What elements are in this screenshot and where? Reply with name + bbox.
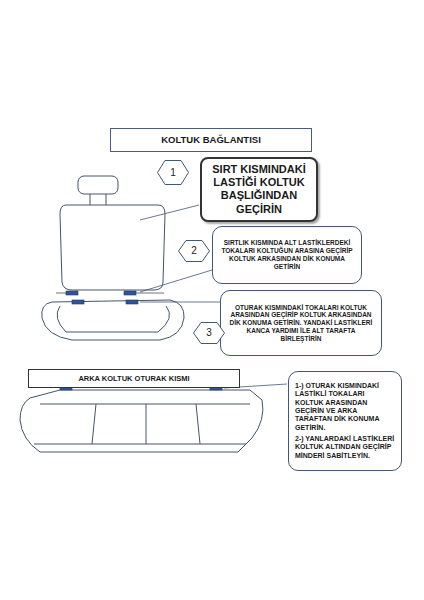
seat-cushion-seam bbox=[57, 306, 169, 332]
headrest-post bbox=[90, 194, 91, 205]
rear-seat-seam bbox=[34, 404, 250, 444]
buckle-clip bbox=[126, 300, 138, 304]
instruction-text: SIRTLIK KISMINDA ALT LASTİKLERDEKİ TOKAL… bbox=[219, 239, 355, 270]
hexagon-shape bbox=[158, 161, 189, 185]
rear-seat-divider bbox=[92, 404, 200, 444]
callout-number: 3 bbox=[193, 322, 225, 344]
callout-box: OTURAK KISMINDAKİ TOKALARI KOLTUK ARASIN… bbox=[220, 290, 382, 356]
buckle-clip bbox=[66, 291, 78, 295]
buckle-clip bbox=[72, 300, 84, 304]
title-box: KOLTUK BAĞLANTISI bbox=[110, 128, 312, 152]
instruction-text: ARKA KOLTUK OTURAK KISMI bbox=[35, 374, 233, 383]
callout-box: SIRTLIK KISMINDA ALT LASTİKLERDEKİ TOKAL… bbox=[212, 226, 362, 284]
rear-seat-cushion bbox=[20, 390, 263, 452]
headrest-post bbox=[106, 194, 107, 205]
strap bbox=[136, 293, 164, 294]
callout-number: 3 bbox=[206, 327, 212, 339]
instruction-text: 1-) OTURAK KISMINDAKİ LASTİKLİ TOKALARI … bbox=[295, 382, 395, 432]
callout-number: 2 bbox=[178, 240, 210, 262]
leader-line bbox=[140, 270, 212, 292]
seat-cushion bbox=[42, 300, 184, 340]
callout-number: 1 bbox=[170, 167, 176, 179]
hexagon-shape bbox=[179, 241, 210, 262]
instruction-text: SIRT KISMINDAKİ LASTİĞİ KOLTUK BAŞLIĞIND… bbox=[208, 163, 310, 216]
instruction-text: KOLTUK BAĞLANTISI bbox=[117, 134, 305, 145]
headrest bbox=[78, 176, 118, 194]
callout-number: 2 bbox=[191, 245, 197, 257]
instruction-text: 2-) YANLARDAKİ LASTİKLERİ KOLTUK ALTINDA… bbox=[295, 435, 395, 460]
leader-line bbox=[140, 205, 199, 220]
buckle-clip bbox=[124, 291, 136, 295]
leader-line bbox=[140, 302, 220, 303]
callout-number: 1 bbox=[157, 160, 189, 185]
hexagon-shape bbox=[194, 323, 225, 344]
callout-box: 1-) OTURAK KISMINDAKİ LASTİKLİ TOKALARI … bbox=[288, 371, 402, 471]
section-box: ARKA KOLTUK OTURAK KISMI bbox=[28, 369, 240, 388]
instruction-box: SIRT KISMINDAKİ LASTİĞİ KOLTUK BAŞLIĞIND… bbox=[200, 157, 318, 222]
strap bbox=[56, 293, 66, 294]
instruction-text: OTURAK KISMINDAKİ TOKALARI KOLTUK ARASIN… bbox=[227, 304, 375, 343]
